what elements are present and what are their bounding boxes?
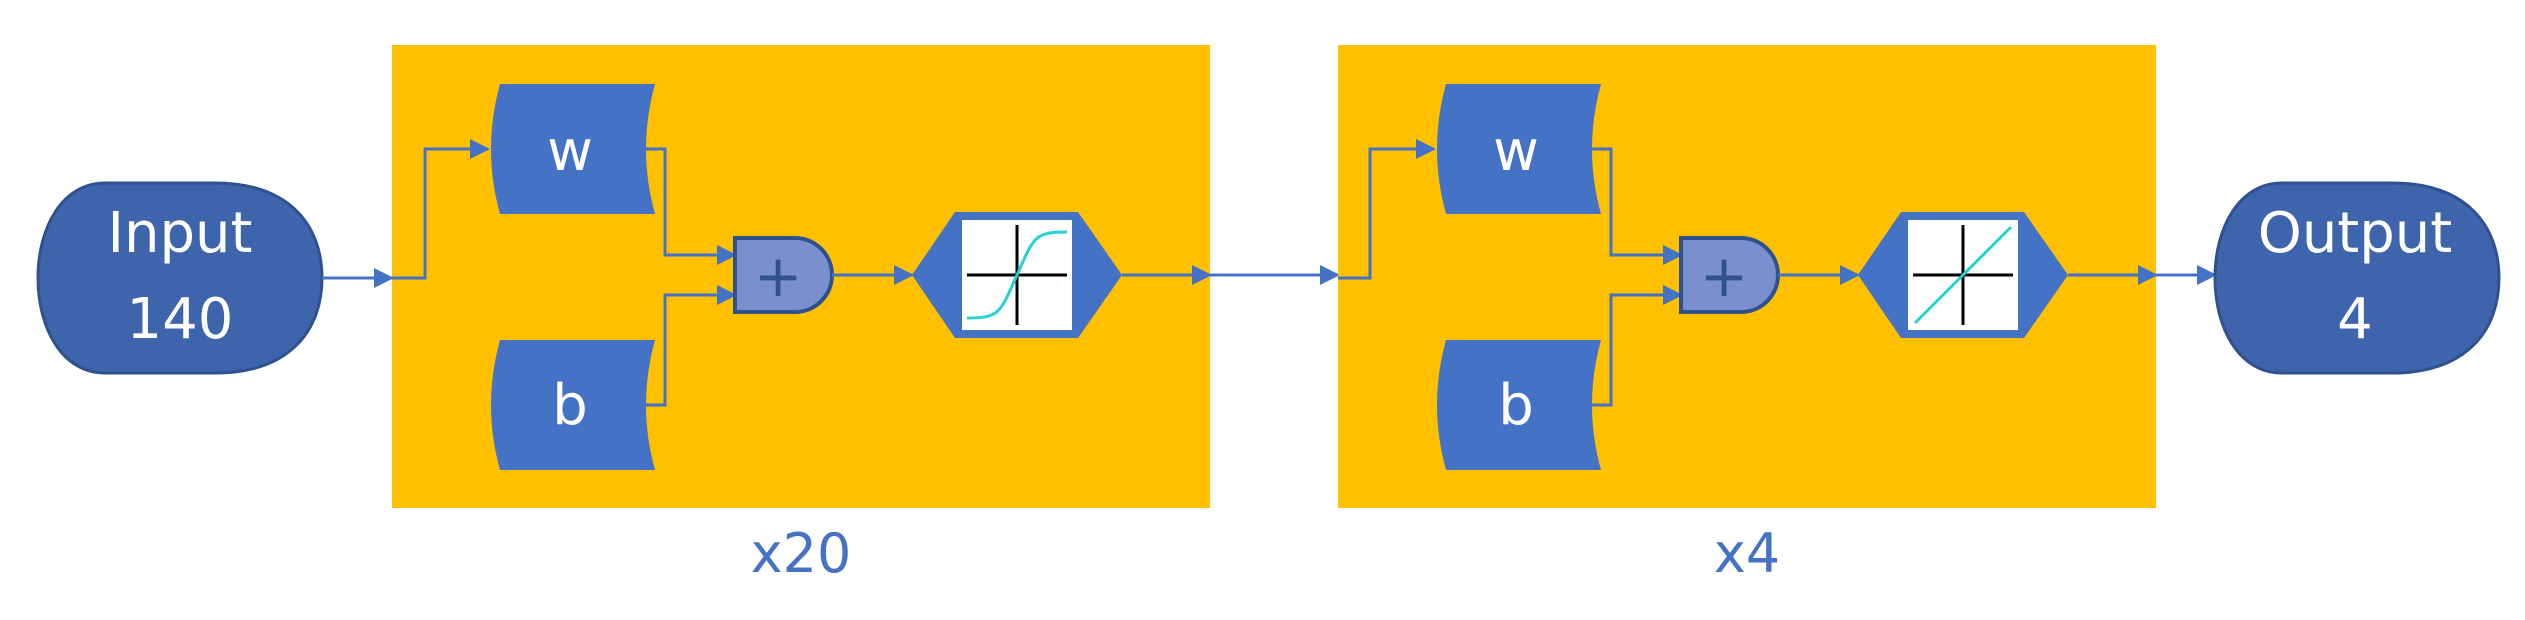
hidden-sum-node xyxy=(733,236,834,314)
output-layer-block: w b + xyxy=(1338,45,2158,508)
sigmoid-curve-icon xyxy=(966,225,1068,325)
output-size: 4 xyxy=(2337,287,2373,352)
hidden-weight-to-sum-wire xyxy=(643,147,737,265)
output-repeat-label: x4 xyxy=(1714,522,1780,585)
hidden-bias-to-sum-wire xyxy=(643,285,737,407)
output-bias-to-sum-wire xyxy=(1589,285,1683,407)
output-node: Output 4 xyxy=(2213,181,2501,375)
output-weight-label: w xyxy=(1493,119,1539,184)
output-weight-to-sum-wire xyxy=(1589,147,1683,265)
hidden-input-to-weight-wire xyxy=(392,139,490,280)
hidden-weight-label: w xyxy=(547,119,593,184)
hidden-bias-node xyxy=(491,340,655,470)
hidden-repeat-label: x20 xyxy=(751,522,852,585)
hidden-bias-label: b xyxy=(552,373,588,438)
output-input-to-weight-wire xyxy=(1338,139,1436,280)
hidden-layer-block: w b + xyxy=(392,45,1212,508)
hidden-weight-node xyxy=(491,84,655,214)
output-sum-symbol: + xyxy=(1700,242,1749,310)
output-weight-node xyxy=(1437,84,1601,214)
output-sum-node xyxy=(1679,236,1780,314)
hidden-sum-symbol: + xyxy=(754,242,803,310)
output-label: Output xyxy=(2258,201,2453,266)
output-activation-node xyxy=(1858,212,2068,338)
output-bias-node xyxy=(1437,340,1601,470)
linear-line-icon xyxy=(1913,225,2013,325)
input-size: 140 xyxy=(127,287,234,352)
output-bias-label: b xyxy=(1498,373,1534,438)
input-label: Input xyxy=(107,201,252,266)
hidden-activation-node xyxy=(912,212,1122,338)
input-node: Input 140 xyxy=(36,181,324,375)
